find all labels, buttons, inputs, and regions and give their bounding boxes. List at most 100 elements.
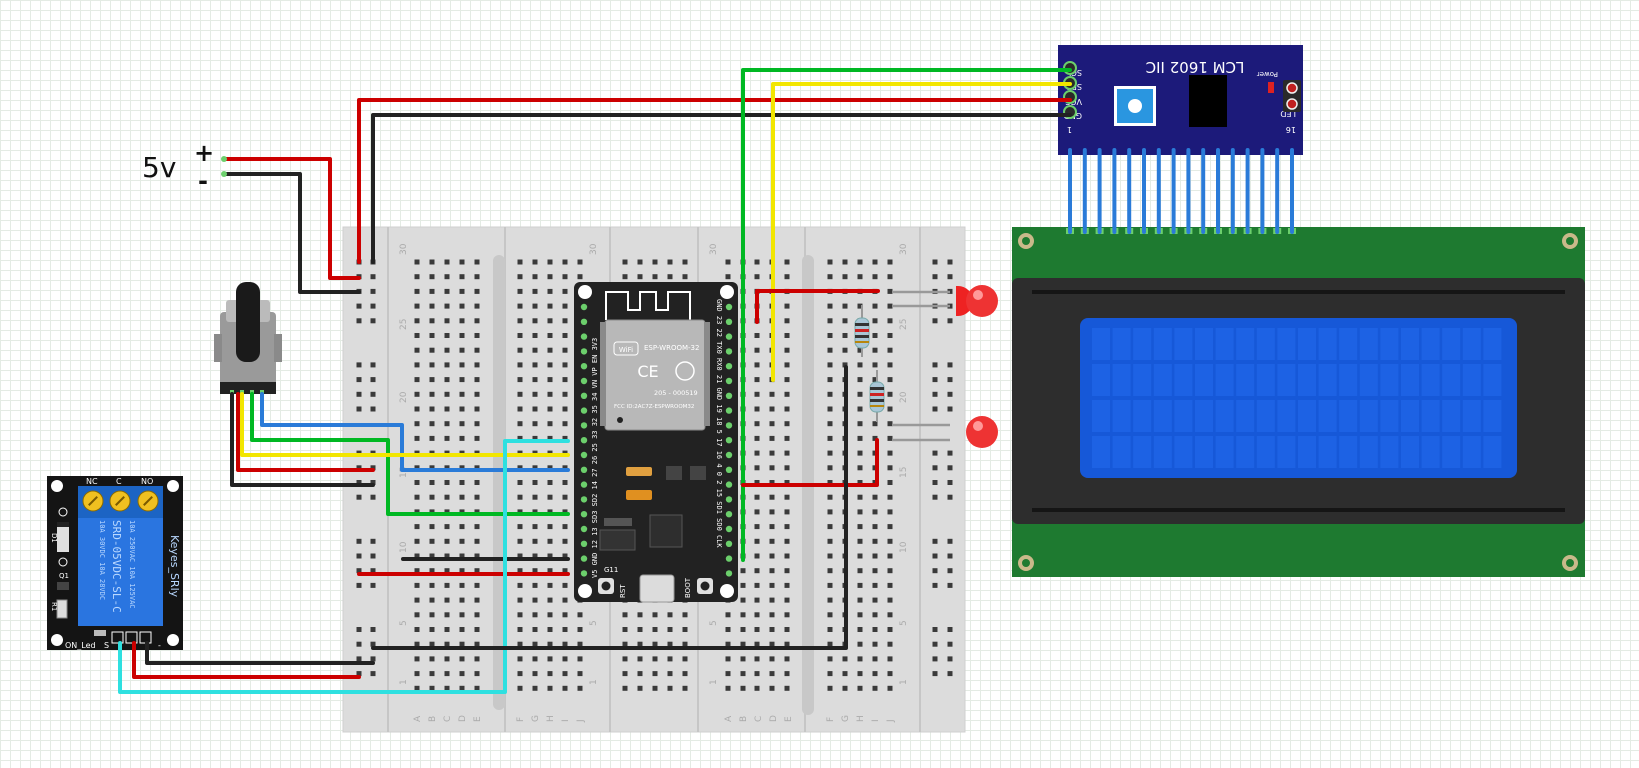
breadboard-hole[interactable] — [532, 627, 538, 632]
breadboard-hole[interactable] — [532, 362, 538, 368]
breadboard-hole[interactable] — [947, 582, 953, 588]
breadboard-hole[interactable] — [784, 421, 790, 427]
breadboard-hole[interactable] — [947, 406, 953, 412]
supply-plus-terminal[interactable] — [221, 156, 227, 162]
esp32-pin[interactable] — [580, 540, 588, 547]
breadboard-hole[interactable] — [459, 421, 465, 427]
breadboard-hole[interactable] — [444, 685, 450, 691]
breadboard-hole[interactable] — [444, 406, 450, 412]
breadboard-hole[interactable] — [754, 553, 760, 559]
breadboard-hole[interactable] — [459, 612, 465, 618]
breadboard-hole[interactable] — [740, 582, 746, 588]
esp32-pin[interactable] — [725, 422, 733, 429]
breadboard-hole[interactable] — [444, 568, 450, 574]
breadboard-hole[interactable] — [652, 259, 658, 265]
breadboard-hole[interactable] — [562, 509, 568, 515]
breadboard-hole[interactable] — [532, 274, 538, 280]
breadboard-hole[interactable] — [370, 303, 376, 309]
breadboard-hole[interactable] — [444, 391, 450, 397]
breadboard-hole[interactable] — [784, 480, 790, 485]
breadboard-hole[interactable] — [444, 671, 450, 677]
breadboard-hole[interactable] — [784, 538, 790, 544]
breadboard-hole[interactable] — [459, 538, 465, 544]
breadboard-hole[interactable] — [414, 685, 420, 691]
breadboard-hole[interactable] — [857, 362, 863, 368]
breadboard-hole[interactable] — [932, 406, 938, 412]
breadboard-hole[interactable] — [784, 494, 790, 500]
breadboard-hole[interactable] — [474, 597, 480, 603]
breadboard-hole[interactable] — [356, 362, 362, 368]
breadboard-hole[interactable] — [370, 582, 376, 588]
breadboard-hole[interactable] — [356, 465, 362, 471]
breadboard-hole[interactable] — [784, 641, 790, 647]
breadboard-hole[interactable] — [370, 406, 376, 412]
breadboard-hole[interactable] — [444, 377, 450, 383]
breadboard-hole[interactable] — [857, 450, 863, 456]
esp32-pin[interactable] — [725, 303, 733, 311]
breadboard-hole[interactable] — [459, 391, 465, 397]
breadboard-hole[interactable] — [637, 259, 643, 265]
breadboard-hole[interactable] — [725, 274, 731, 280]
breadboard-hole[interactable] — [532, 377, 538, 383]
breadboard-hole[interactable] — [474, 494, 480, 500]
esp32-pin[interactable] — [725, 540, 733, 547]
breadboard-hole[interactable] — [682, 274, 688, 280]
breadboard-hole[interactable] — [547, 362, 553, 368]
breadboard-hole[interactable] — [547, 671, 553, 677]
breadboard-hole[interactable] — [784, 377, 790, 383]
breadboard-hole[interactable] — [547, 480, 553, 485]
breadboard-hole[interactable] — [947, 362, 953, 368]
breadboard-hole[interactable] — [754, 450, 760, 456]
breadboard-hole[interactable] — [887, 685, 893, 691]
breadboard-hole[interactable] — [517, 259, 523, 265]
esp32-pin[interactable] — [580, 392, 588, 399]
breadboard-hole[interactable] — [857, 568, 863, 574]
breadboard-hole[interactable] — [947, 494, 953, 500]
breadboard-hole[interactable] — [827, 538, 833, 544]
esp32-pin[interactable] — [580, 422, 588, 429]
breadboard-hole[interactable] — [532, 347, 538, 353]
breadboard-hole[interactable] — [769, 656, 775, 662]
breadboard-hole[interactable] — [517, 347, 523, 353]
breadboard-hole[interactable] — [947, 450, 953, 456]
breadboard-hole[interactable] — [784, 406, 790, 412]
breadboard-hole[interactable] — [769, 553, 775, 559]
breadboard-hole[interactable] — [429, 391, 435, 397]
breadboard-hole[interactable] — [857, 347, 863, 353]
breadboard-hole[interactable] — [682, 259, 688, 265]
breadboard-hole[interactable] — [667, 685, 673, 691]
breadboard-hole[interactable] — [562, 347, 568, 353]
breadboard-hole[interactable] — [444, 494, 450, 500]
breadboard-hole[interactable] — [769, 509, 775, 515]
breadboard-hole[interactable] — [784, 612, 790, 618]
breadboard-hole[interactable] — [429, 568, 435, 574]
breadboard-hole[interactable] — [769, 538, 775, 544]
breadboard-hole[interactable] — [872, 509, 878, 515]
breadboard-hole[interactable] — [769, 597, 775, 603]
breadboard-hole[interactable] — [474, 538, 480, 544]
breadboard-hole[interactable] — [444, 612, 450, 618]
breadboard-hole[interactable] — [444, 333, 450, 338]
breadboard-hole[interactable] — [754, 480, 760, 485]
breadboard-hole[interactable] — [932, 538, 938, 544]
breadboard-hole[interactable] — [532, 685, 538, 691]
breadboard-hole[interactable] — [740, 656, 746, 662]
esp32-pin[interactable] — [725, 570, 733, 577]
esp32-pin[interactable] — [580, 511, 588, 518]
breadboard-hole[interactable] — [857, 259, 863, 265]
breadboard-hole[interactable] — [577, 259, 583, 265]
breadboard-hole[interactable] — [459, 641, 465, 647]
breadboard-hole[interactable] — [517, 553, 523, 559]
breadboard-hole[interactable] — [667, 641, 673, 647]
breadboard-hole[interactable] — [872, 524, 878, 530]
breadboard-hole[interactable] — [547, 656, 553, 662]
breadboard-hole[interactable] — [857, 597, 863, 603]
breadboard-hole[interactable] — [444, 627, 450, 632]
breadboard-hole[interactable] — [857, 671, 863, 677]
breadboard-hole[interactable] — [622, 656, 628, 662]
breadboard-hole[interactable] — [562, 465, 568, 471]
breadboard-hole[interactable] — [622, 274, 628, 280]
breadboard-hole[interactable] — [872, 259, 878, 265]
breadboard-hole[interactable] — [932, 568, 938, 574]
breadboard-hole[interactable] — [857, 509, 863, 515]
